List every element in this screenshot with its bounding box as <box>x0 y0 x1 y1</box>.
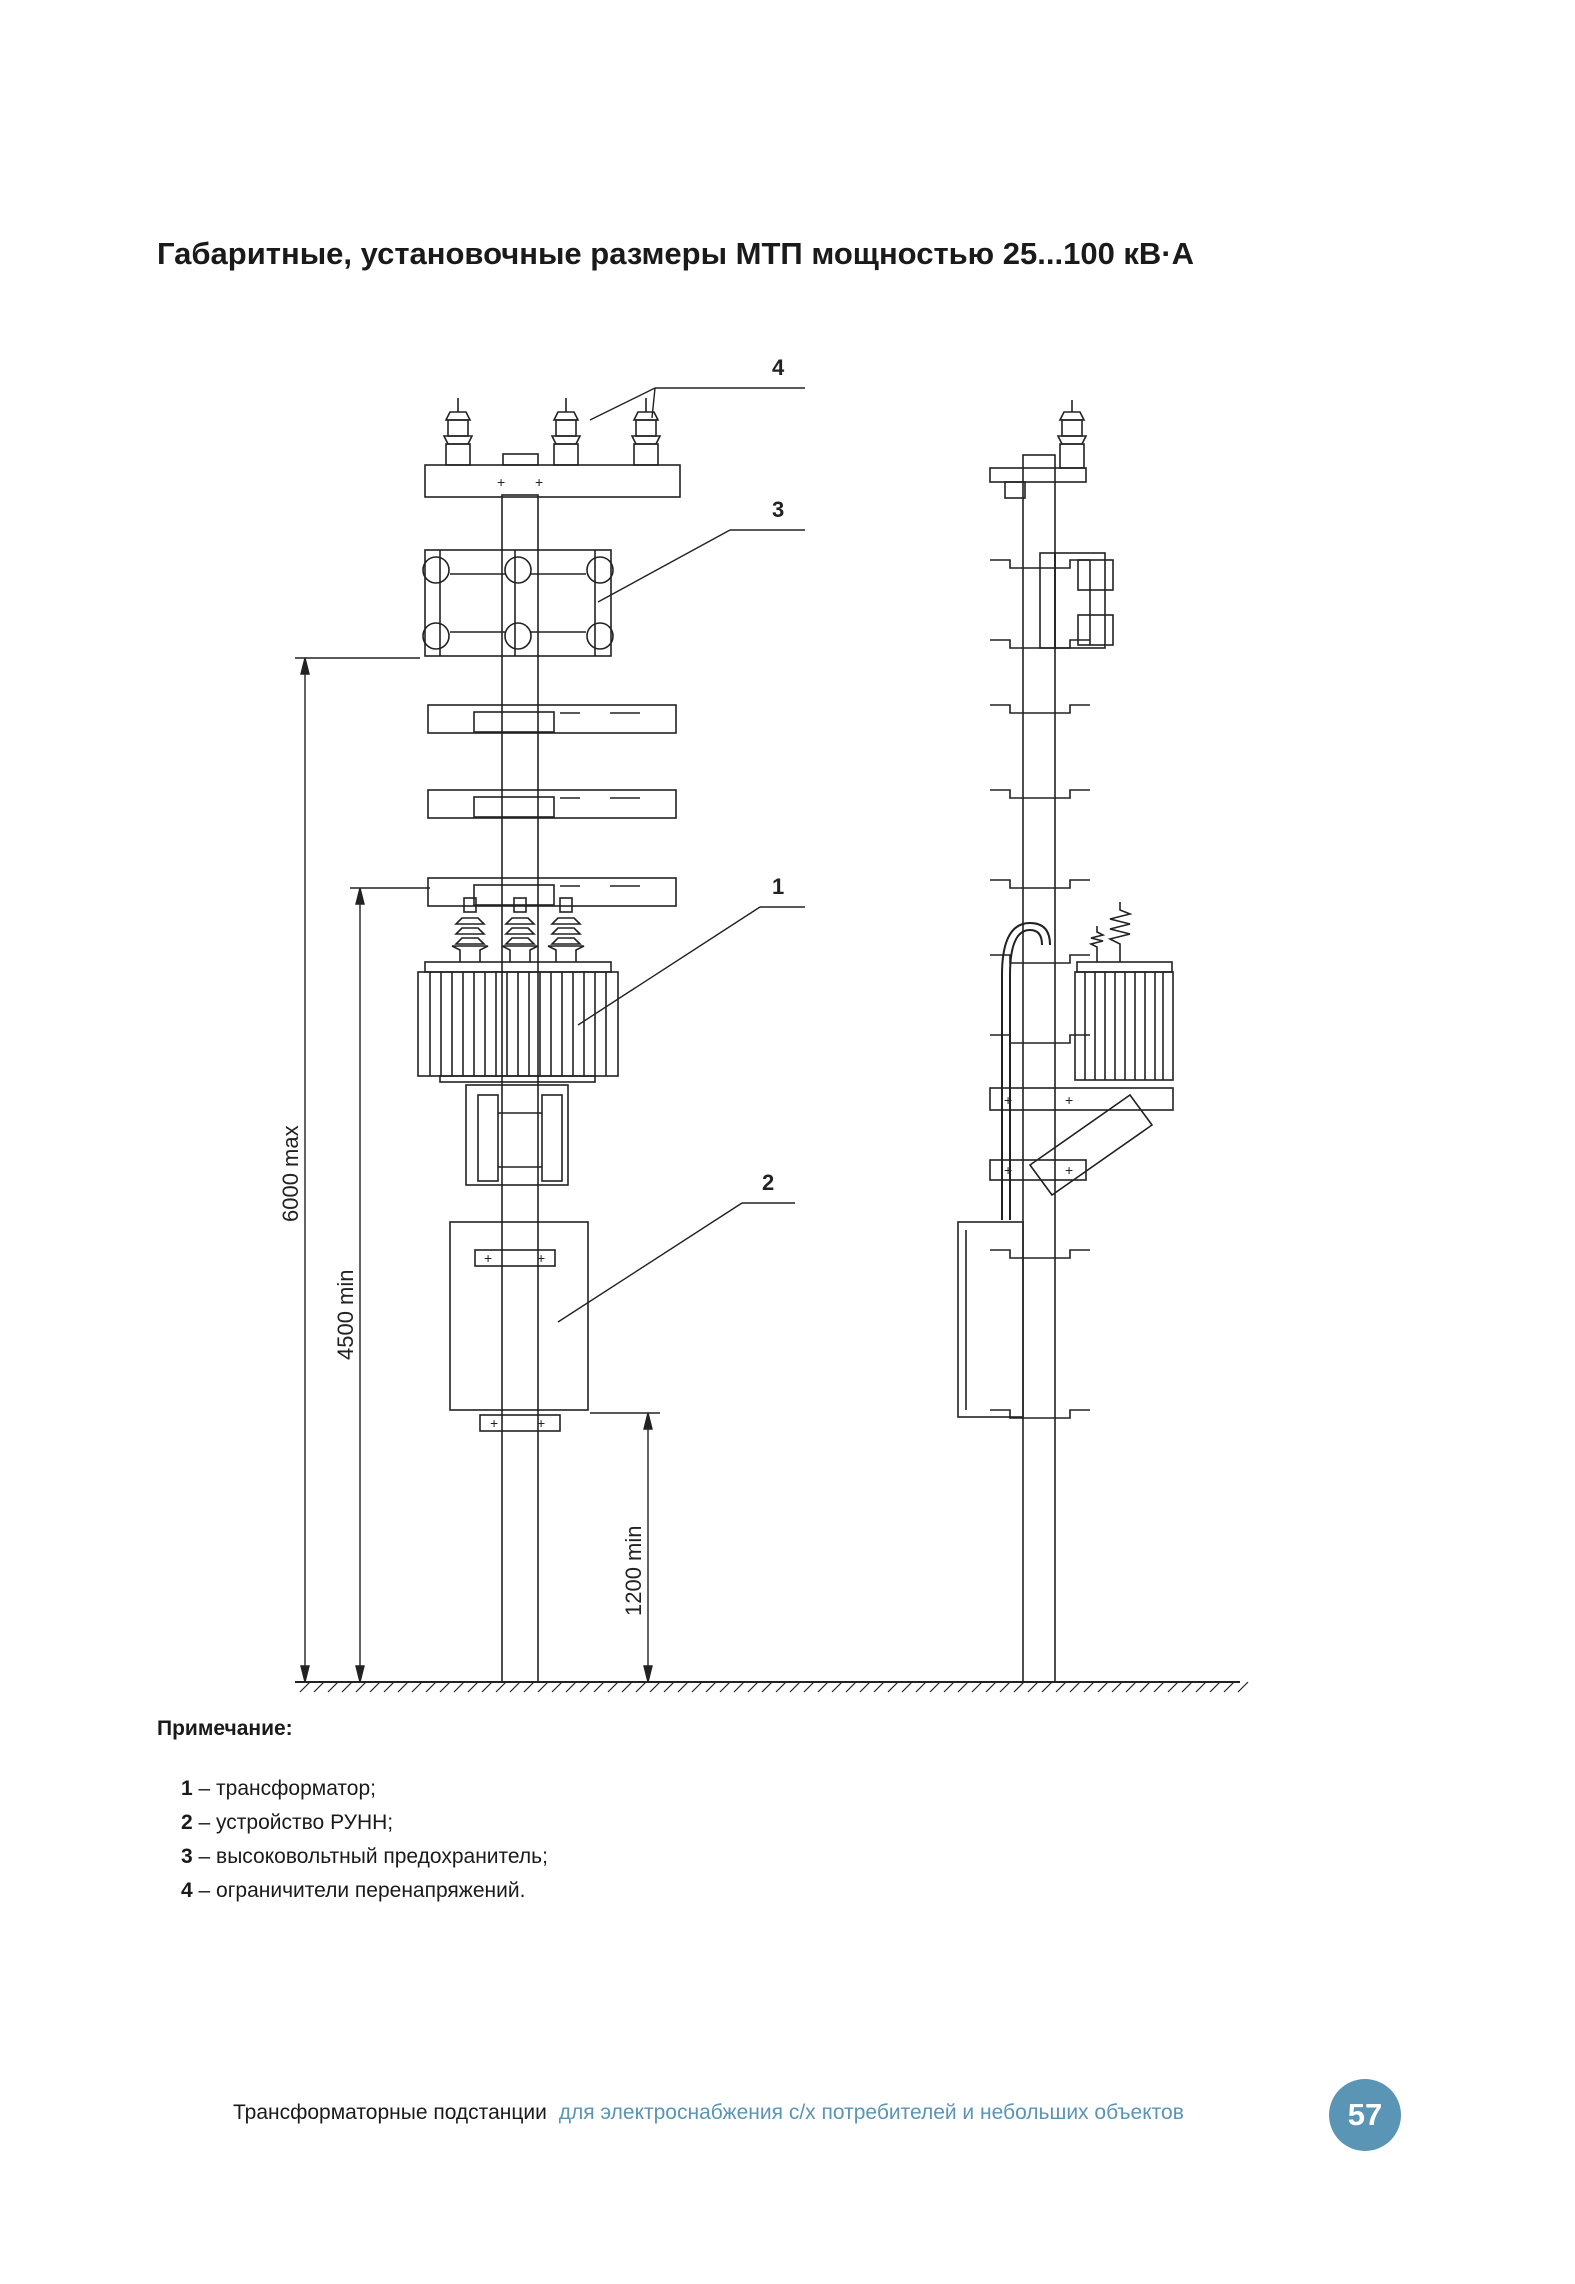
callout-1: 1 <box>772 874 784 899</box>
front-view: + + <box>417 398 681 1683</box>
surge-arrester-icon <box>442 398 474 466</box>
side-cable-loop <box>1009 928 1043 1220</box>
transformer-support-frame <box>465 1084 569 1186</box>
high-voltage-fuse-block <box>422 549 614 657</box>
dimension-lines <box>295 657 660 1683</box>
side-diagonal-brace <box>1028 1093 1154 1197</box>
surge-arrester-icon <box>630 398 662 466</box>
side-view: + + + + <box>957 400 1174 1683</box>
transformer-side <box>1074 902 1174 1081</box>
front-crossarms <box>427 704 677 907</box>
surge-arrester-group <box>442 398 662 466</box>
lv-cabinet-side <box>957 1221 1024 1418</box>
dimension-6000: 6000 max <box>278 1125 303 1222</box>
legend-list: 1 – трансформатор; 2 – устройство РУНН; … <box>181 1772 548 1908</box>
legend-item: 4 – ограничители перенапряжений. <box>181 1879 526 1902</box>
side-brackets <box>990 559 1090 1419</box>
side-platform <box>989 1087 1174 1111</box>
surge-arrester-icon <box>550 398 582 466</box>
footer: Трансформаторные подстанции для электрос… <box>233 2101 1184 2125</box>
note-heading: Примечание: <box>157 1717 293 1740</box>
svg-text:+: + <box>490 1415 498 1431</box>
front-top-crossarm <box>424 464 681 498</box>
svg-text:+: + <box>497 474 505 490</box>
legend-item: 2 – устройство РУНН; <box>181 1811 394 1834</box>
callout-leaders <box>557 387 805 1323</box>
lv-cabinet-front: + + + + <box>449 1221 589 1432</box>
svg-text:+: + <box>537 1250 545 1266</box>
footer-main: Трансформаторные подстанции <box>233 2101 547 2124</box>
svg-text:+: + <box>1004 1162 1012 1178</box>
svg-text:+: + <box>1004 1092 1012 1108</box>
legend-item: 3 – высоковольтный предохранитель; <box>181 1845 548 1868</box>
page-title: Габаритные, установочные размеры МТП мощ… <box>157 236 1195 271</box>
dimension-4500: 4500 min <box>333 1269 358 1360</box>
footer-sub: для электроснабжения с/х потребителей и … <box>558 2101 1184 2124</box>
callout-3: 3 <box>772 497 784 522</box>
svg-text:+: + <box>1065 1162 1073 1178</box>
svg-text:+: + <box>535 474 543 490</box>
svg-text:+: + <box>1065 1092 1073 1108</box>
page-number-badge: 57 <box>1329 2079 1401 2151</box>
svg-text:+: + <box>537 1415 545 1431</box>
callout-4: 4 <box>772 355 785 380</box>
legend-item: 1 – трансформатор; <box>181 1777 376 1800</box>
bushing-icon <box>451 897 489 962</box>
front-pole <box>501 494 539 1683</box>
transformer-front <box>417 897 619 1083</box>
bushing-icon <box>547 897 585 962</box>
dimension-1200: 1200 min <box>621 1525 646 1616</box>
side-pole <box>1022 454 1056 1683</box>
ground-line <box>295 1681 1249 1693</box>
svg-text:+: + <box>484 1250 492 1266</box>
callout-2: 2 <box>762 1170 774 1195</box>
bushing-icon <box>501 897 539 962</box>
